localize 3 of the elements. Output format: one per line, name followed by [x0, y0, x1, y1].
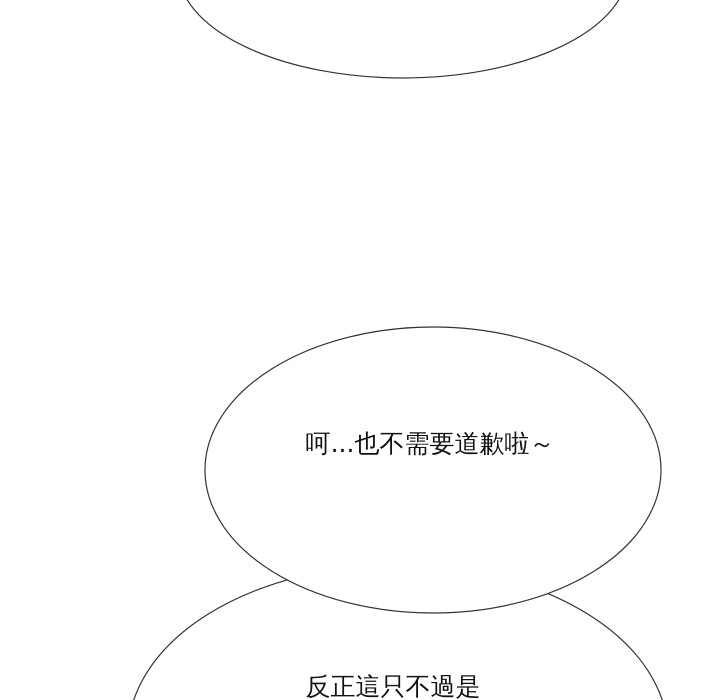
speech-bubble: [205, 327, 661, 613]
dialogue-text: 呵...也不需要道歉啦～: [304, 428, 556, 460]
dialogue-text: 反正這只不過是: [304, 671, 482, 700]
